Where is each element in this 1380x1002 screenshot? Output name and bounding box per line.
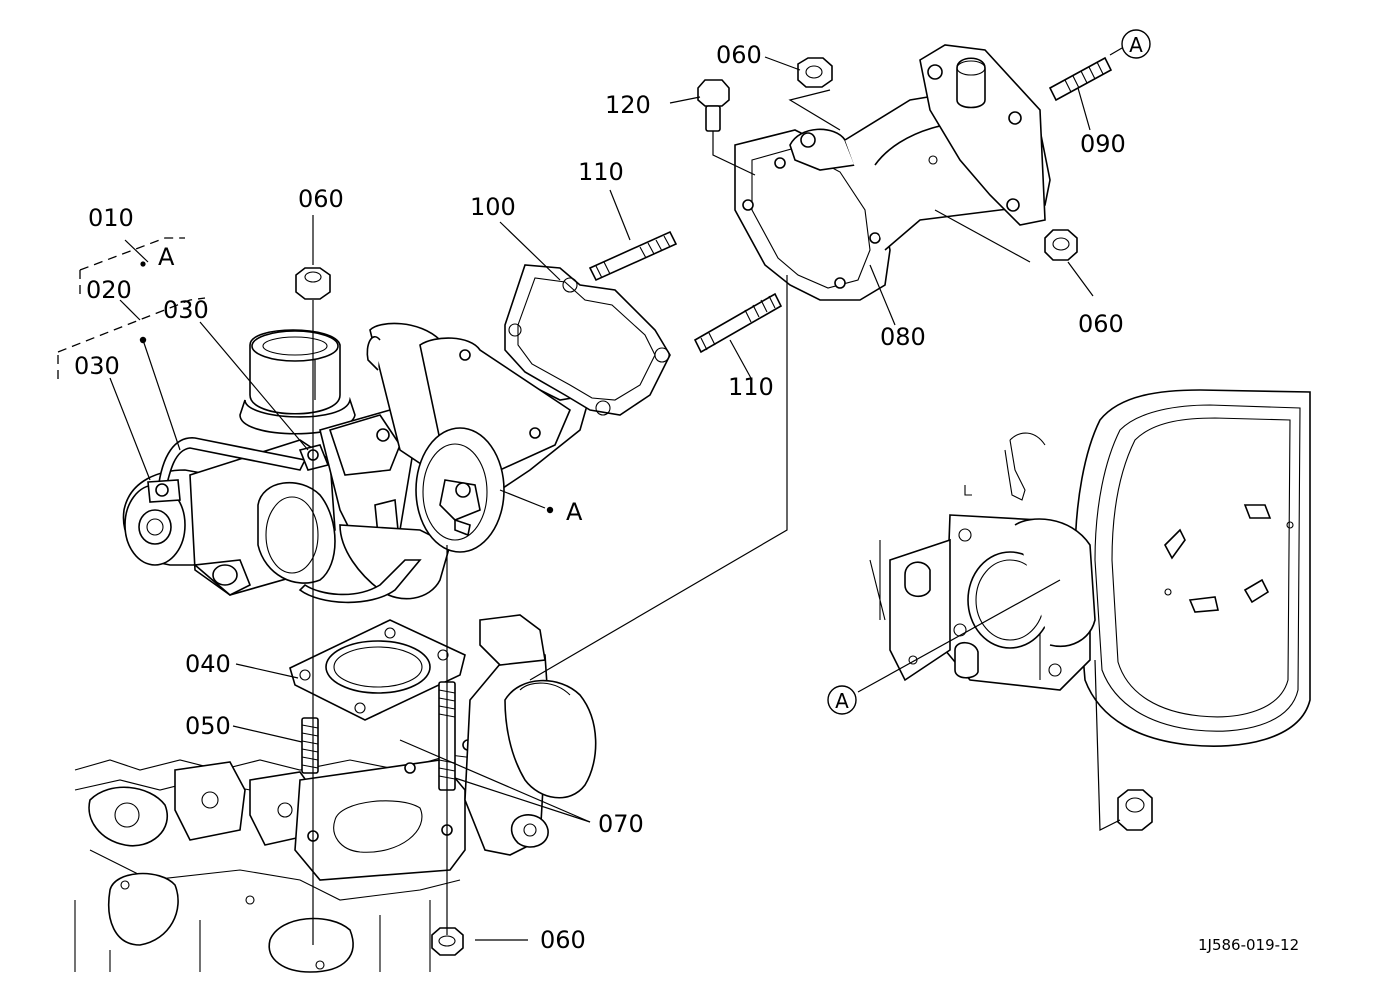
ref-circle-a-top: A: [1121, 29, 1151, 59]
label-050: 050: [185, 712, 231, 740]
gasket-100: [504, 264, 671, 416]
label-060-bottom: 060: [540, 926, 586, 954]
label-020: 020: [86, 276, 132, 304]
label-110-lower: 110: [728, 373, 774, 401]
nut-060-top: [797, 57, 833, 88]
nut-060-turbo: [295, 267, 331, 300]
nut-060-inset: [1117, 789, 1153, 831]
ref-circle-a-inset: A: [827, 685, 857, 715]
label-040: 040: [185, 650, 231, 678]
group-brackets: [57, 237, 206, 380]
label-110-upper: 110: [578, 158, 624, 186]
stud-110-upper: [588, 230, 678, 282]
label-060-top: 060: [716, 41, 762, 69]
label-a-group: A: [158, 243, 175, 271]
stud-110-lower: [693, 292, 783, 354]
callouts: 010 A 020 030 030 060 040 050 070 060 10…: [74, 29, 1299, 954]
group-a-dot: [140, 261, 146, 267]
group-030-dot: [139, 336, 147, 344]
engine-block: [74, 614, 597, 973]
label-090: 090: [1080, 130, 1126, 158]
gasket-040: [289, 619, 466, 721]
label-030-group: 030: [74, 352, 120, 380]
inset-view: [869, 389, 1311, 747]
label-060-turbo: 060: [298, 185, 344, 213]
leader-lines: [109, 47, 1123, 945]
stud-090: [1048, 56, 1113, 102]
svg-text:A: A: [1129, 33, 1143, 57]
stud-050: [301, 717, 319, 774]
label-a-turbo: A: [566, 498, 583, 526]
label-080: 080: [880, 323, 926, 351]
nut-060-bottom: [431, 927, 464, 956]
label-100: 100: [470, 193, 516, 221]
drawing-code: 1J586-019-12: [1198, 936, 1299, 954]
svg-text:A: A: [835, 689, 849, 713]
label-030-pipe: 030: [163, 296, 209, 324]
turbocharger: [122, 322, 592, 604]
turbo-a-dot: [546, 506, 554, 514]
bolt-120: [697, 79, 730, 132]
label-120: 120: [605, 91, 651, 119]
label-060-right: 060: [1078, 310, 1124, 338]
label-010: 010: [88, 204, 134, 232]
nut-060-right: [1044, 229, 1078, 261]
label-070: 070: [598, 810, 644, 838]
exhaust-elbow-080: [734, 44, 1051, 301]
